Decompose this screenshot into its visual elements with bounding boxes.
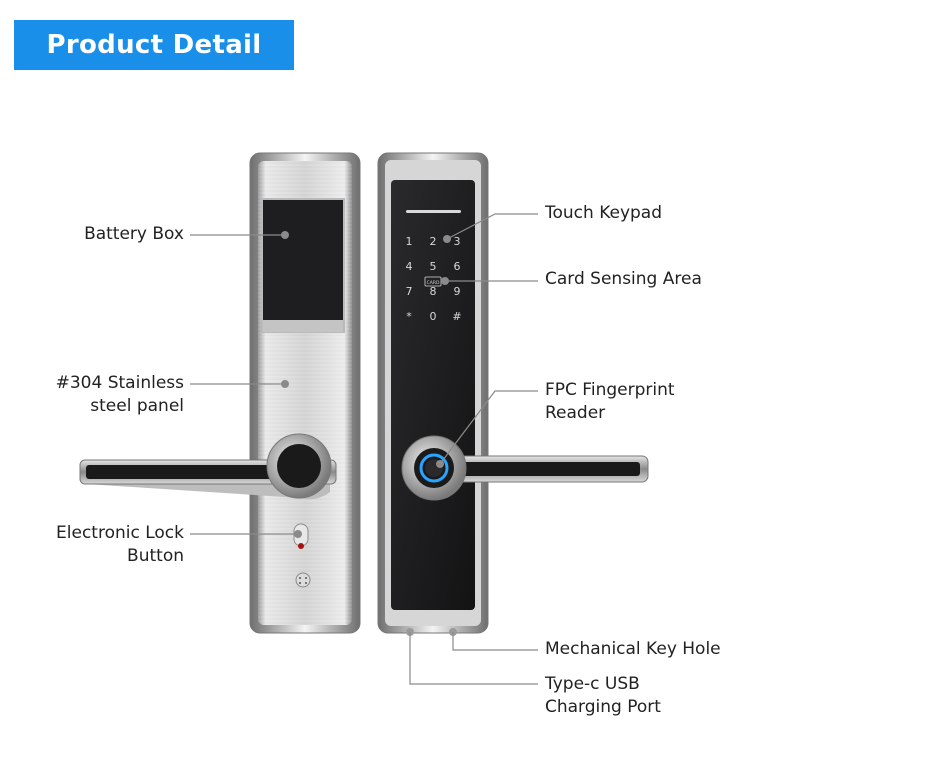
touch-keypad: 1 2 3 4 5 6 7 8 9 * 0 # (406, 235, 462, 323)
lock-button-label: Electronic Lock Button (40, 522, 184, 568)
page-title: Product Detail (14, 20, 294, 70)
card-sensing-label: Card Sensing Area (545, 269, 702, 289)
key-hole-label: Mechanical Key Hole (545, 639, 721, 659)
keypad-key: 8 (430, 285, 437, 298)
rear-handle (79, 433, 337, 500)
keypad-key: 1 (406, 235, 413, 248)
keypad-key: 5 (430, 260, 437, 273)
fingerprint-reader (401, 435, 467, 501)
touch-keypad-label: Touch Keypad (545, 203, 663, 223)
card-sensing-icon: CARD (424, 276, 442, 287)
speaker-grille (295, 572, 311, 588)
stainless-line2: steel panel (90, 396, 184, 416)
usb-line2: Charging Port (545, 697, 661, 717)
keypad-key: 4 (406, 260, 413, 273)
keypad-key: 3 (454, 235, 461, 248)
keypad-key: 7 (406, 285, 413, 298)
keypad-key: 0 (430, 310, 437, 323)
keypad-key: 6 (454, 260, 461, 273)
fingerprint-line2: Reader (545, 403, 606, 423)
keypad-key: 9 (454, 285, 461, 298)
fingerprint-line1: FPC Fingerprint (545, 380, 675, 400)
card-icon-text: CARD (427, 280, 440, 286)
battery-box-label: Battery Box (84, 224, 184, 244)
keypad-key: 2 (430, 235, 437, 248)
stainless-line1: #304 Stainless (55, 373, 184, 393)
lock-button-line1: Electronic Lock (56, 523, 184, 543)
front-handle (431, 455, 649, 483)
fingerprint-label: FPC Fingerprint Reader (545, 379, 675, 425)
lock-button-line2: Button (127, 546, 184, 566)
keypad-key: * (406, 310, 412, 323)
usb-line1: Type-c USB (545, 674, 640, 694)
stainless-panel-label: #304 Stainless steel panel (40, 372, 184, 418)
usb-port-label: Type-c USB Charging Port (545, 673, 661, 719)
leader-lines (190, 213, 538, 685)
front-panel: 1 2 3 4 5 6 7 8 9 * 0 # CARD (377, 152, 649, 636)
rear-panel (79, 152, 361, 634)
battery-box (261, 198, 345, 333)
keypad-key: # (452, 310, 461, 323)
